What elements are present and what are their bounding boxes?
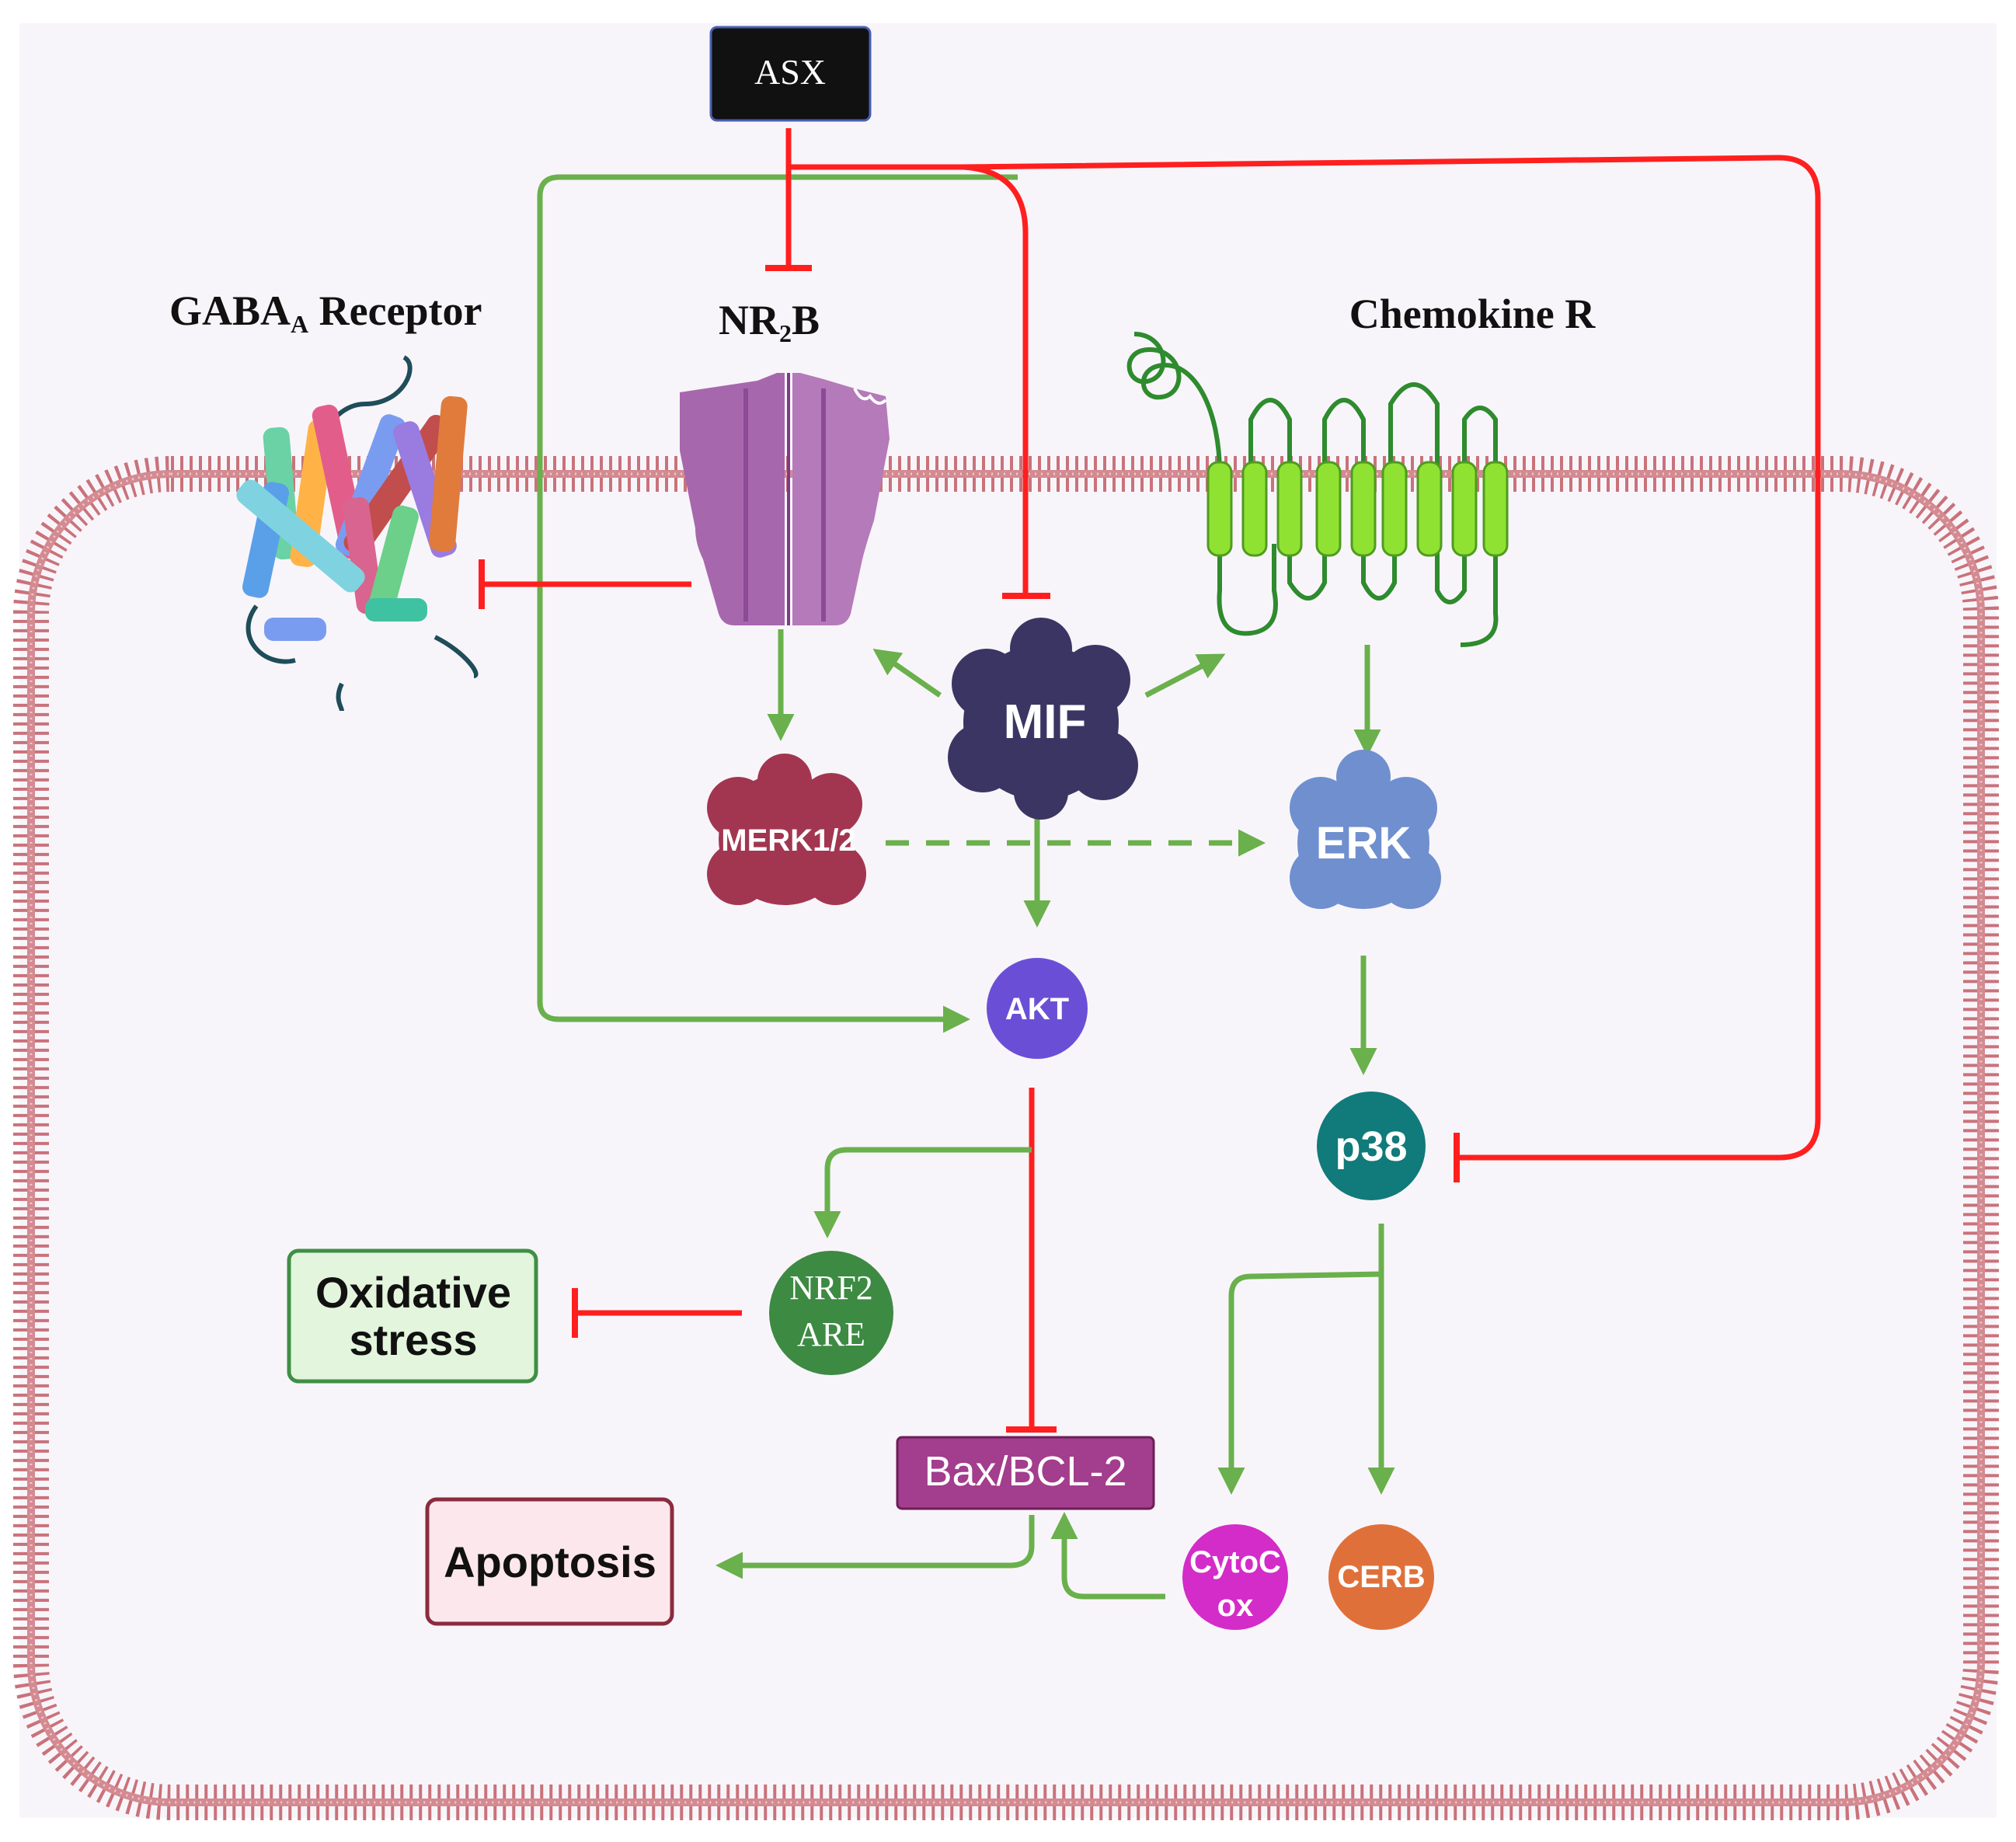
svg-text:NR2B: NR2B — [719, 297, 820, 347]
nr2b-label-sub: 2 — [779, 319, 792, 347]
merk-label: MERK1/2 — [721, 824, 855, 858]
gaba-label-tail: Receptor — [308, 287, 482, 334]
bax-bcl2-label: Bax/BCL-2 — [924, 1448, 1126, 1495]
akt-label: AKT — [1005, 992, 1069, 1026]
gaba-label-sub: A — [291, 310, 308, 338]
cytoc-label-line1: CytoC — [1189, 1545, 1281, 1579]
akt-node: AKT — [987, 958, 1088, 1059]
bax-bcl2-box: Bax/BCL-2 — [896, 1436, 1155, 1510]
cytoc-node: CytoC ox — [1182, 1524, 1288, 1630]
p38-label: p38 — [1335, 1123, 1407, 1170]
apoptosis-label: Apoptosis — [444, 1537, 656, 1586]
nrf2-node: NRF2 ARE — [769, 1251, 893, 1375]
edge-bax-apoptosis — [716, 1515, 1035, 1579]
svg-text:GABAA Receptor: GABAA Receptor — [169, 287, 482, 338]
gaba-receptor: GABAA Receptor — [169, 287, 482, 712]
apoptosis-box: Apoptosis — [425, 1497, 674, 1626]
nr2b-receptor: NR2B — [680, 297, 890, 625]
cerb-node: CERB — [1328, 1524, 1434, 1630]
asx-box: ASX — [709, 26, 872, 122]
edge-cytoc-bax — [1050, 1512, 1165, 1600]
edge-loop-to-akt — [537, 174, 1018, 1033]
chemokine-label: Chemokine R — [1349, 291, 1596, 337]
cell-membrane — [13, 456, 1999, 1820]
cerb-label: CERB — [1337, 1560, 1425, 1594]
merk-node: MERK1/2 — [707, 754, 866, 905]
edge-mif-nr2b — [872, 649, 942, 698]
nr2b-label-main: NR — [719, 297, 780, 343]
edge-akt-nrf2 — [813, 1147, 1032, 1238]
edge-asx-p38 — [963, 155, 1821, 1161]
chemokine-receptor: Chemokine R — [1126, 291, 1596, 647]
gaba-label-main: GABA — [169, 287, 291, 334]
background — [19, 23, 1997, 1818]
oxidative-label-line2: stress — [349, 1315, 477, 1364]
nr2b-label-tail: B — [792, 297, 820, 343]
oxidative-stress-box: Oxidative stress — [287, 1248, 538, 1384]
erk-node: ERK — [1290, 750, 1441, 909]
edge-mif-chemokine — [1144, 653, 1226, 698]
nrf2-label-line2: ARE — [797, 1315, 865, 1353]
cytoc-label-line2: ox — [1217, 1589, 1254, 1623]
nrf2-label-line1: NRF2 — [789, 1269, 873, 1307]
mif-node: MIF — [948, 618, 1138, 820]
asx-label: ASX — [754, 52, 826, 92]
oxidative-label-line1: Oxidative — [315, 1268, 511, 1317]
p38-node: p38 — [1317, 1092, 1426, 1200]
erk-label: ERK — [1316, 818, 1412, 869]
edge-p38-cytoc — [1217, 1224, 1384, 1495]
mif-label: MIF — [1004, 695, 1087, 749]
